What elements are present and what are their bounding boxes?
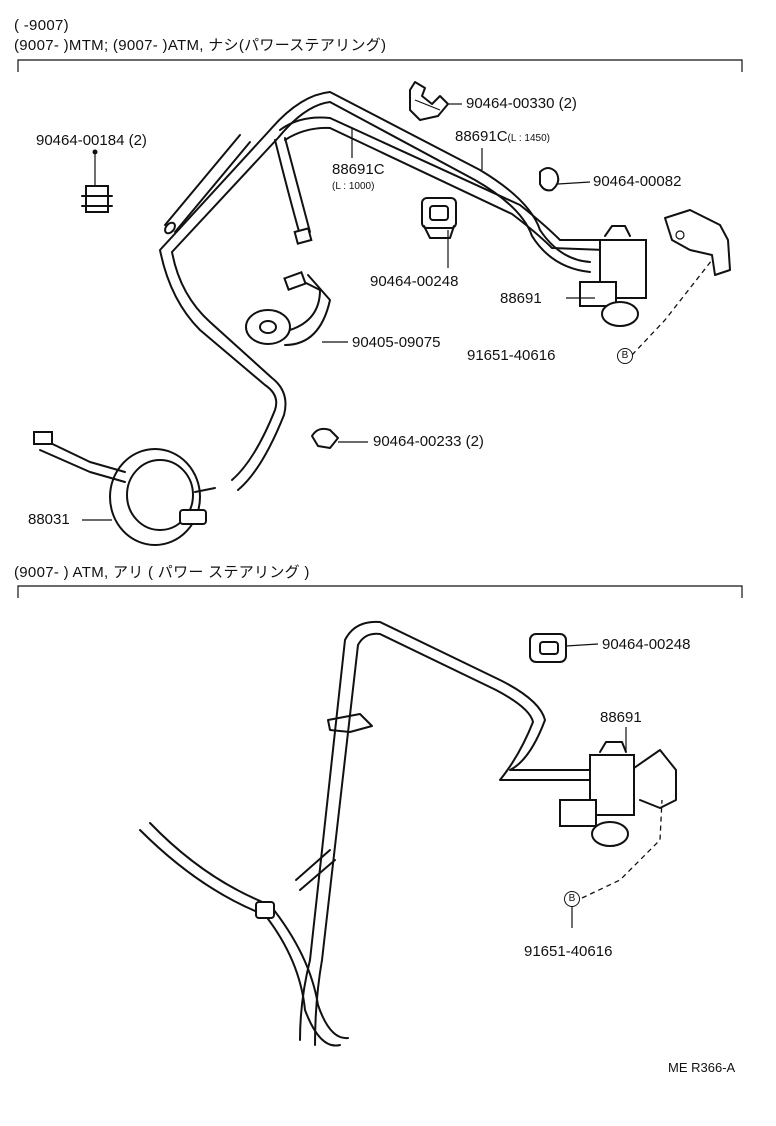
label-hose-09075: 90405-09075: [352, 334, 441, 351]
label-clamp-00184: 90464-00184 (2): [36, 132, 147, 149]
bottom-section-bracket: [17, 585, 743, 598]
label-clamp-00082: 90464-00082: [593, 173, 682, 190]
clamp-00248-bottom: [529, 633, 567, 663]
label-bolt-bottom: 91651-40616: [524, 943, 613, 960]
header-line-1: ( -9007): [14, 17, 69, 34]
header-line-3: (9007- ) ATM, アリ ( パワー ステアリング ): [14, 564, 310, 581]
clip-00233: [311, 427, 339, 449]
clamp-00248-top: [421, 197, 457, 239]
dash-leader-top: [631, 259, 713, 356]
leader-lines-top: [82, 103, 595, 521]
label-actuator: 88031: [28, 511, 70, 528]
hose-bottom-main: [299, 620, 591, 1046]
badge-b-top: B: [617, 348, 633, 364]
hose-1450: [279, 116, 606, 251]
hose-bottom-branch: [139, 822, 349, 1047]
clip-00184: [81, 149, 113, 213]
hose-1000: [274, 137, 313, 245]
vsv-bottom: [559, 741, 677, 847]
label-valve-top: 88691: [500, 290, 542, 307]
label-clamp-00233: 90464-00233 (2): [373, 433, 484, 450]
clip-00082: [539, 167, 591, 192]
dash-leader-bottom: [581, 799, 663, 899]
hose-09075: [245, 271, 331, 346]
label-hose-1000-length: (L : 1000): [332, 181, 375, 192]
vsv-top: [579, 225, 647, 327]
badge-b-bottom: B: [564, 891, 580, 907]
label-clamp-00248-top: 90464-00248: [370, 273, 459, 290]
header-line-2: (9007- )MTM; (9007- )ATM, ナシ(パワーステアリング): [14, 37, 387, 54]
label-bolt-top: 91651-40616: [467, 347, 556, 364]
leader-lines-bottom: [565, 643, 627, 928]
short-hose-top-left: [164, 134, 251, 235]
label-hose-1450: 88691C(L : 1450): [455, 129, 550, 147]
bracket-top: [664, 209, 731, 276]
label-clamp-00330: 90464-00330 (2): [466, 95, 577, 112]
hose-1450-part: 88691C: [455, 128, 508, 145]
top-section-bracket: [17, 59, 743, 72]
label-clamp-00248-bottom: 90464-00248: [602, 636, 691, 653]
label-hose-1000: 88691C: [332, 161, 385, 178]
clip-bottom: [327, 713, 373, 733]
clip-00330: [409, 81, 449, 121]
footer-ref: ME R366-A: [668, 1060, 736, 1075]
vacuum-hose-long: [159, 91, 591, 491]
actuator-88031: [33, 431, 216, 546]
label-valve-bottom: 88691: [600, 709, 642, 726]
hose-1450-length: (L : 1450): [507, 133, 550, 144]
